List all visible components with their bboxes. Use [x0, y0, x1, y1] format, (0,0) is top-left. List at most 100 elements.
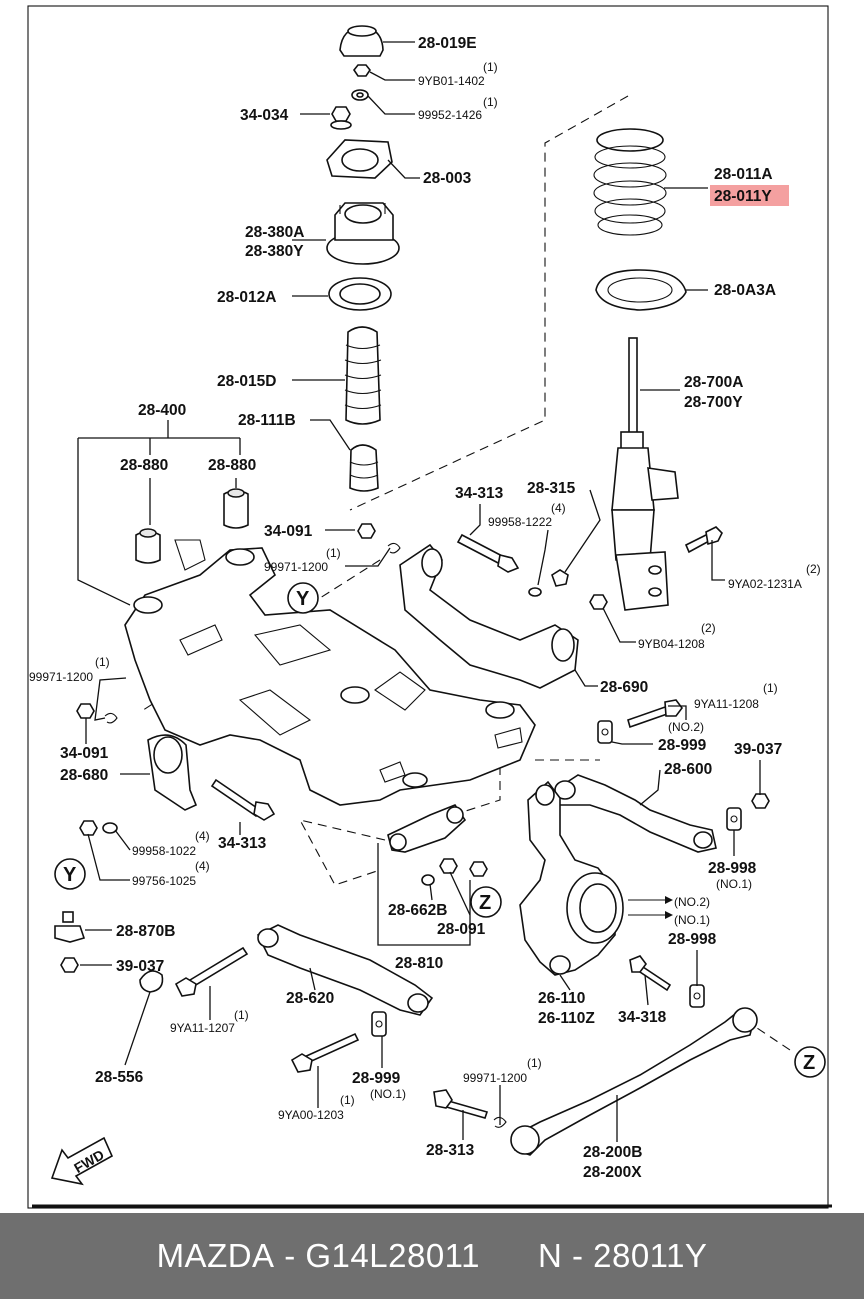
nut-34091-left	[76, 703, 95, 719]
no1-28998-mid: (NO.1)	[674, 913, 710, 927]
coil-spring-28011	[593, 128, 667, 236]
nuts-28091	[439, 858, 488, 877]
label-28011y: 28-011Y	[714, 188, 772, 205]
label-28880-right: 28-880	[208, 457, 256, 474]
label-28200x: 28-200X	[583, 1164, 642, 1181]
qty-99756: (4)	[195, 859, 210, 873]
qty-99952: (1)	[483, 95, 498, 109]
label-28400: 28-400	[138, 402, 186, 419]
qty-99958-top: (4)	[551, 501, 566, 515]
cam-28999-top	[597, 720, 613, 744]
label-9yb01: 9YB01-1402	[418, 74, 485, 88]
knuckle-26110	[519, 780, 624, 976]
label-99958-top: 99958-1222	[488, 515, 552, 529]
nut-28870b	[54, 911, 86, 943]
label-28011a: 28-011A	[714, 166, 773, 183]
clip-99971-lower	[493, 1116, 507, 1128]
label-28091: 28-091	[437, 921, 486, 938]
footer-sep: -	[274, 1237, 306, 1274]
label-28556: 28-556	[95, 1069, 144, 1086]
washer-99952	[351, 89, 369, 101]
link-28810	[387, 804, 467, 853]
label-39037-left: 39-037	[116, 958, 164, 975]
label-99952: 99952-1426	[418, 108, 482, 122]
svg-text:Z: Z	[803, 1052, 815, 1074]
footer-alt-number: N - 28011Y	[537, 1237, 708, 1274]
spring-seat-280a3a	[595, 269, 687, 311]
bump-stop-28111b	[349, 444, 379, 492]
label-99958-left: 99958-1022	[132, 844, 196, 858]
bushings-28880	[135, 488, 249, 564]
label-26110z: 26-110Z	[538, 1010, 595, 1027]
label-28998-mid: 28-998	[668, 931, 717, 948]
footer-brand: MAZDA	[156, 1237, 275, 1274]
cam-28999-lower	[371, 1011, 387, 1037]
seat-28012a	[328, 277, 392, 311]
no2-28998-mid: (NO.2)	[674, 895, 710, 909]
link-28600	[554, 774, 717, 853]
label-28200b: 28-200B	[583, 1144, 642, 1161]
label-39037-top: 39-037	[734, 741, 782, 758]
plate-28003	[326, 139, 393, 179]
svg-text:Y: Y	[63, 864, 77, 886]
label-99971-left: 99971-1200	[29, 670, 93, 684]
part-labels: 28-019E (1) 9YB01-1402 (1) 99952-1426 34…	[29, 35, 821, 1181]
no1-28999-lower: (NO.1)	[370, 1087, 406, 1101]
nut-34034	[330, 106, 352, 130]
label-28380y: 28-380Y	[245, 243, 304, 260]
mount-28380	[326, 202, 400, 265]
fwd-arrow: FWD	[50, 1136, 114, 1186]
footer-part-number: G14L28011	[305, 1237, 480, 1274]
label-28700y: 28-700Y	[684, 394, 743, 411]
label-28620: 28-620	[286, 990, 334, 1007]
label-28810: 28-810	[395, 955, 443, 972]
qty-9ya11-lower: (1)	[234, 1008, 249, 1022]
strut-cap	[339, 25, 384, 57]
label-28380a: 28-380A	[245, 224, 304, 241]
label-28999-lower: 28-999	[352, 1070, 401, 1087]
cam-28998-lower	[689, 984, 705, 1008]
bolt-9ya11-lower	[174, 946, 249, 997]
cap-28556	[139, 970, 164, 993]
bolts-9ya02	[684, 526, 723, 554]
bracket-28680	[147, 734, 198, 811]
label-28999-top: 28-999	[658, 737, 707, 754]
label-34313-top: 34-313	[455, 485, 504, 502]
leader-lines	[77, 41, 761, 1142]
nut-39037-left	[60, 957, 79, 973]
qty-99971-left: (1)	[95, 655, 110, 669]
label-28015d: 28-015D	[217, 373, 276, 390]
exploded-parts-diagram: FWD	[27, 5, 832, 1209]
bolt-34313-left	[210, 778, 276, 821]
bolt-9ya11-top	[627, 699, 683, 729]
cam-28998-top	[726, 807, 742, 831]
crossmember-28400	[124, 539, 536, 806]
label-99971-top: 99971-1200	[264, 560, 328, 574]
label-28019e: 28-019E	[418, 35, 477, 52]
qty-9yb04: (2)	[701, 621, 716, 635]
qty-99958-left: (4)	[195, 829, 210, 843]
qty-99971-top: (1)	[326, 546, 341, 560]
nut-34091-top	[357, 523, 376, 539]
label-34091-top: 34-091	[264, 523, 313, 540]
footer-gap	[480, 1237, 538, 1275]
bolt-34318	[629, 955, 672, 992]
label-28680: 28-680	[60, 767, 108, 784]
label-28690: 28-690	[600, 679, 648, 696]
qty-9ya00: (1)	[340, 1093, 355, 1107]
cams-28998-mid	[628, 896, 673, 919]
nut-39037-top	[751, 793, 770, 809]
label-9ya11-lower: 9YA11-1207	[170, 1021, 235, 1035]
arm-28620	[256, 924, 434, 1016]
label-28111b: 28-111B	[238, 412, 296, 429]
qty-9ya11-top: (1)	[763, 681, 778, 695]
arm-28690	[399, 543, 579, 689]
callout-y-lower: Y	[54, 858, 86, 890]
svg-text:Z: Z	[479, 892, 491, 914]
link-28200b	[510, 1007, 758, 1156]
callout-z-mid: Z	[470, 886, 502, 918]
callout-z-right: Z	[794, 1046, 826, 1078]
bellows-28015d	[344, 326, 382, 425]
washer-99958-left	[102, 822, 118, 834]
qty-99971-lower: (1)	[527, 1056, 542, 1070]
